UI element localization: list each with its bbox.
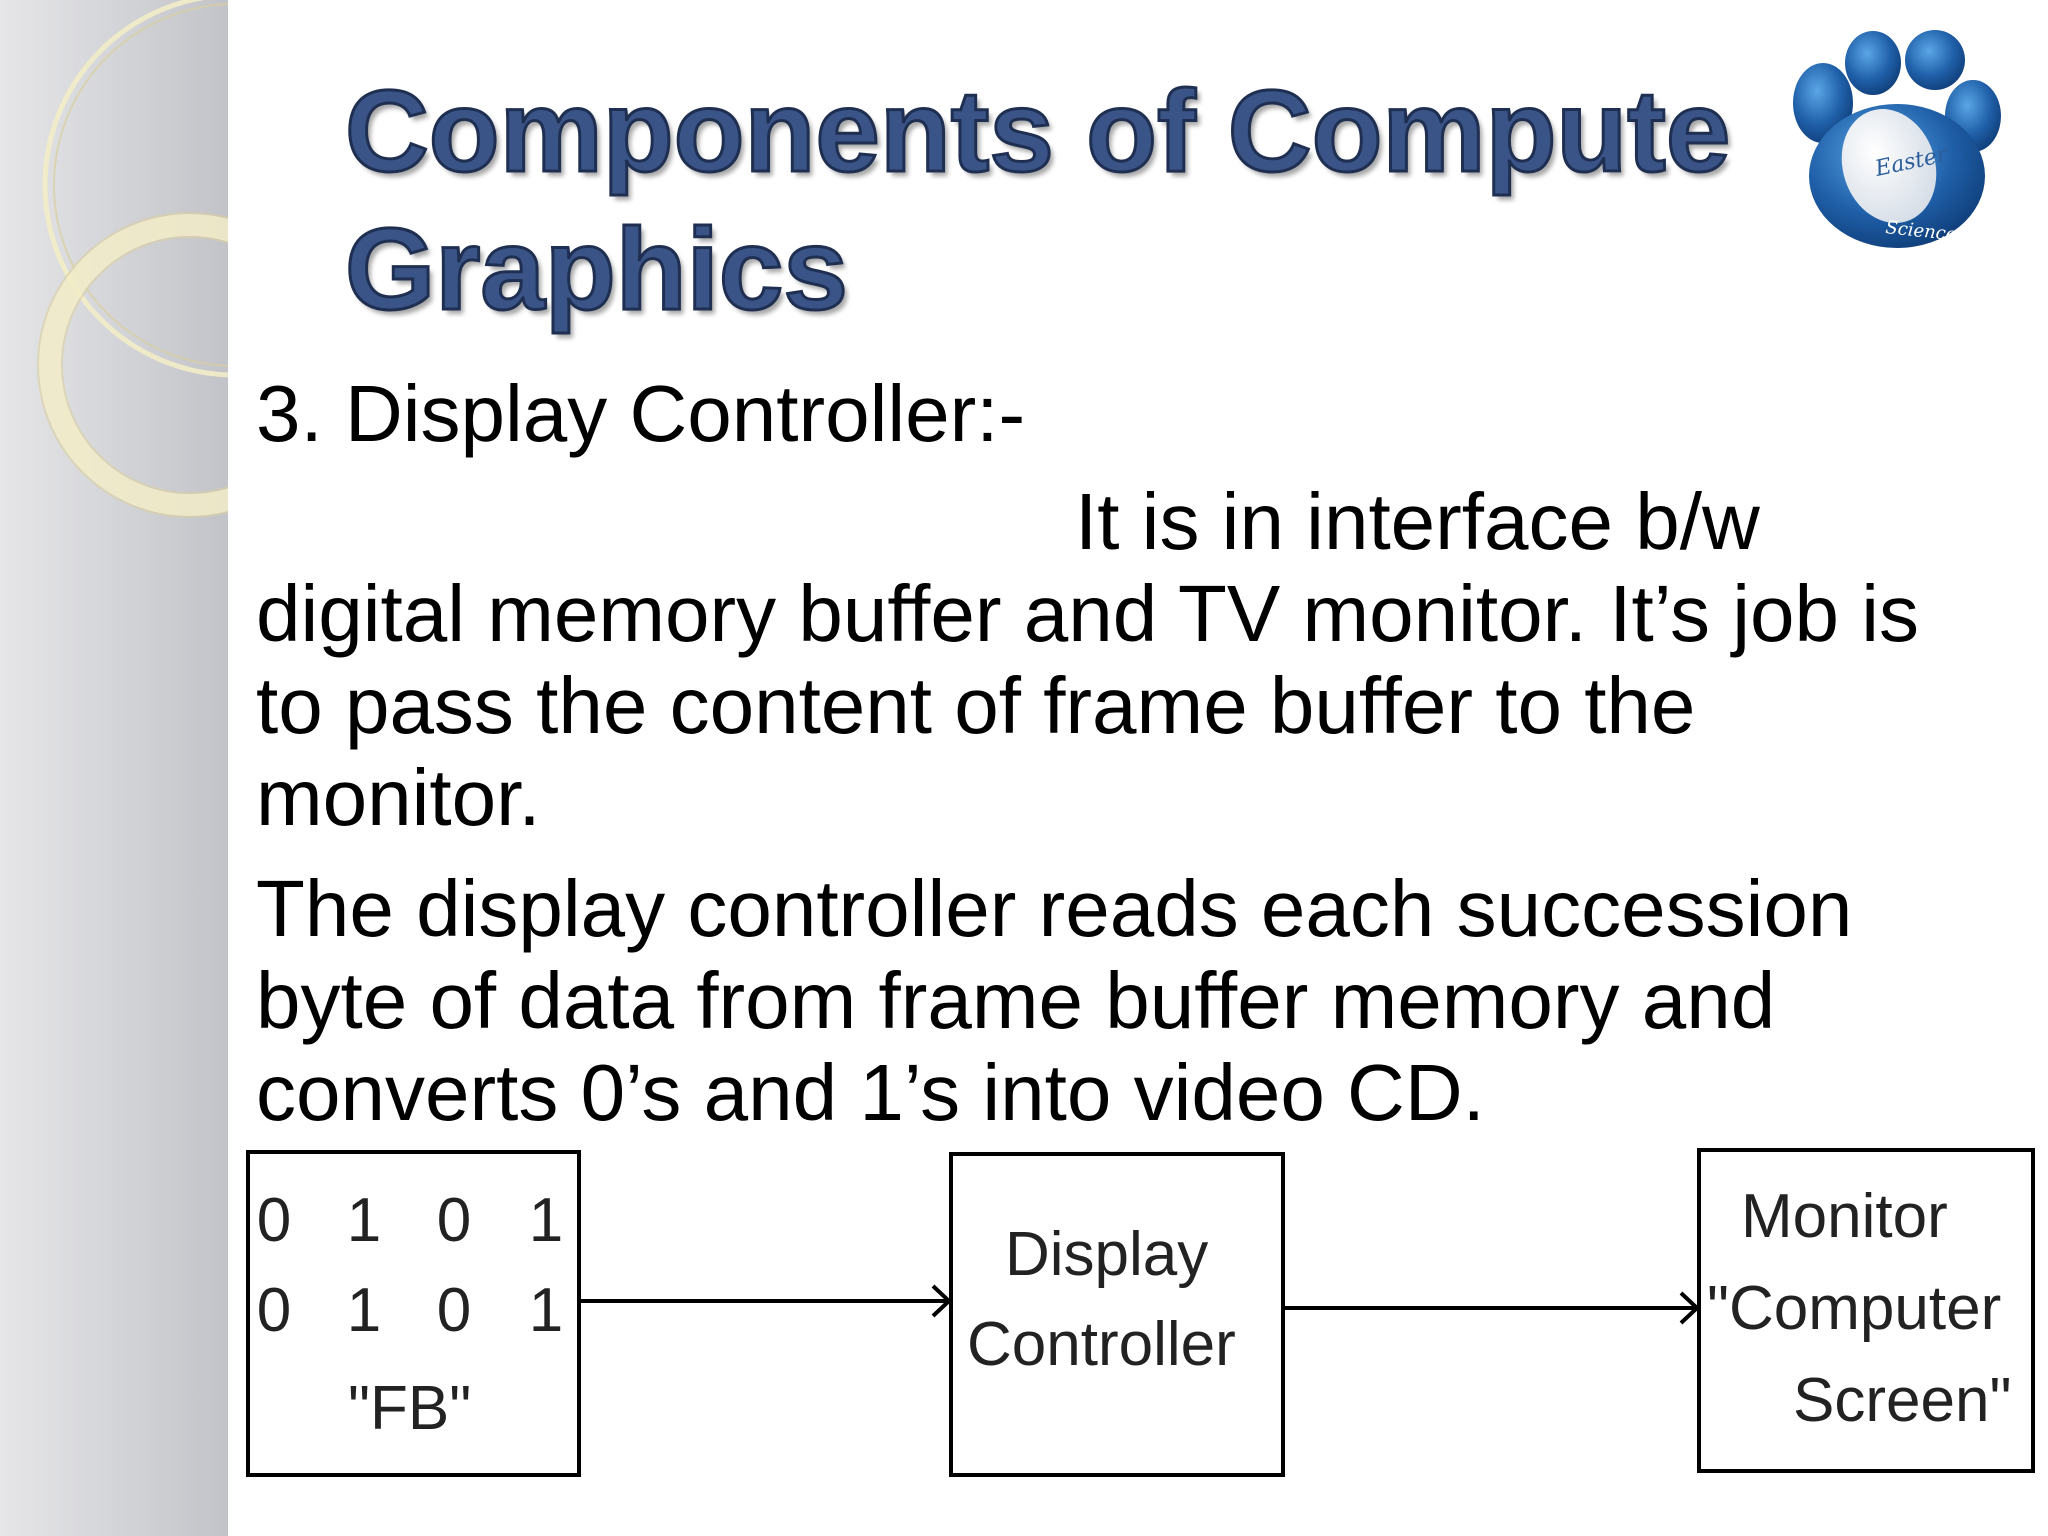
- frame-buffer-box: 0 1 0 1 0 1 0 1 "FB": [246, 1150, 581, 1477]
- decorative-rings: [37, 0, 228, 518]
- monitor-label-line3: Screen": [1793, 1366, 2012, 1435]
- section-heading: 3. Display Controller:-: [256, 369, 1026, 458]
- easter-science-logo: Easter Science: [1785, 28, 2005, 253]
- paragraph-2-line: converts 0’s and 1’s into video CD.: [256, 1048, 1485, 1137]
- decorative-sidebar: [0, 0, 228, 1536]
- paragraph-1: digital memory buffer and TV monitor. It…: [256, 568, 2046, 844]
- paragraph-2: The display controller reads each succes…: [256, 863, 2046, 1139]
- display-controller-box: Display Controller: [949, 1152, 1285, 1477]
- arrow-fb-to-controller: [581, 1284, 952, 1318]
- fb-bit: 1: [528, 1186, 564, 1255]
- fb-bit: 1: [346, 1276, 382, 1345]
- paragraph-2-line: The display controller reads each succes…: [256, 864, 1853, 953]
- fb-bit: 0: [436, 1186, 472, 1255]
- fb-bit: 0: [256, 1276, 292, 1345]
- arrow-controller-to-monitor: [1285, 1291, 1700, 1325]
- slide-title-line2: Graphics: [344, 203, 850, 336]
- controller-label-line2: Controller: [967, 1310, 1236, 1379]
- fb-bit: 1: [528, 1276, 564, 1345]
- frame-buffer-label: "FB": [348, 1374, 472, 1443]
- fb-bit: 0: [436, 1276, 472, 1345]
- monitor-label-line1: Monitor: [1741, 1182, 1948, 1251]
- fb-bit: 0: [256, 1186, 292, 1255]
- slide-title-line1: Components of Compute: [344, 65, 1732, 198]
- paragraph-1-line: digital memory buffer and TV monitor. It…: [256, 569, 1920, 658]
- fb-bit: 1: [346, 1186, 382, 1255]
- paragraph-1-lead: It is in interface b/w: [1075, 477, 1760, 566]
- monitor-label-line2: "Computer: [1707, 1274, 2002, 1343]
- paragraph-1-line: monitor.: [256, 753, 541, 842]
- paragraph-2-line: byte of data from frame buffer memory an…: [256, 956, 1776, 1045]
- controller-label-line1: Display: [1005, 1220, 1209, 1289]
- paragraph-1-line: to pass the content of frame buffer to t…: [256, 661, 1696, 750]
- slide-title: Components of Compute Graphics: [344, 62, 1745, 338]
- monitor-box: Monitor "Computer Screen": [1697, 1148, 2035, 1473]
